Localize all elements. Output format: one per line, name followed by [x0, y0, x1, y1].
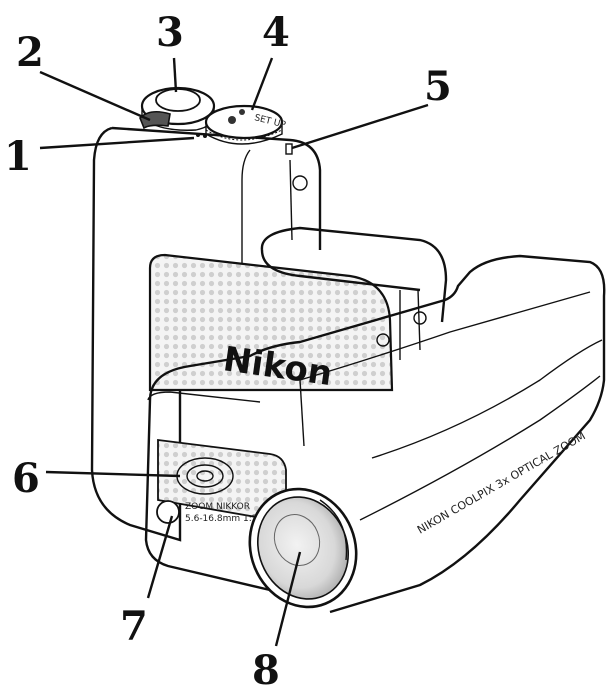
callout-6: 6: [12, 455, 40, 502]
rear-eyelet: [413, 311, 427, 325]
leader-3: [172, 57, 178, 93]
callout-3: 3: [156, 9, 184, 56]
leader-2: [39, 70, 151, 122]
leader-4: [250, 57, 274, 111]
callout-1: 1: [4, 133, 32, 180]
leader-1: [39, 136, 195, 150]
leader-lines: [39, 57, 429, 647]
rear-grip-panel: Nikon: [148, 226, 448, 394]
leader-8: [274, 551, 302, 647]
indicator-lamp: [285, 143, 293, 155]
callout-7: 7: [120, 603, 148, 650]
callout-4: 4: [262, 9, 290, 56]
callout-labels: 1 2 3 4 5 6 7 8: [4, 9, 452, 690]
self-timer-lamp: ZOOM NIKKOR 5.6-16.8mm 1:2.9: [156, 500, 266, 524]
leader-7: [146, 515, 174, 599]
side-eyelet: [376, 333, 390, 347]
callout-8: 8: [252, 647, 280, 690]
power-lamp: [196, 133, 200, 137]
lens-barrel: [248, 487, 358, 609]
callout-2: 2: [16, 29, 44, 76]
strap-eyelet: [292, 175, 308, 191]
leader-5: [291, 103, 429, 150]
callout-5: 5: [424, 63, 452, 110]
leader-6: [45, 470, 181, 478]
lens-label-line2: 5.6-16.8mm 1:2.9: [185, 514, 266, 524]
zoom-lever: [139, 110, 171, 130]
top-controls: SET UP: [139, 86, 293, 155]
lens-label-line1: ZOOM NIKKOR: [185, 502, 250, 512]
